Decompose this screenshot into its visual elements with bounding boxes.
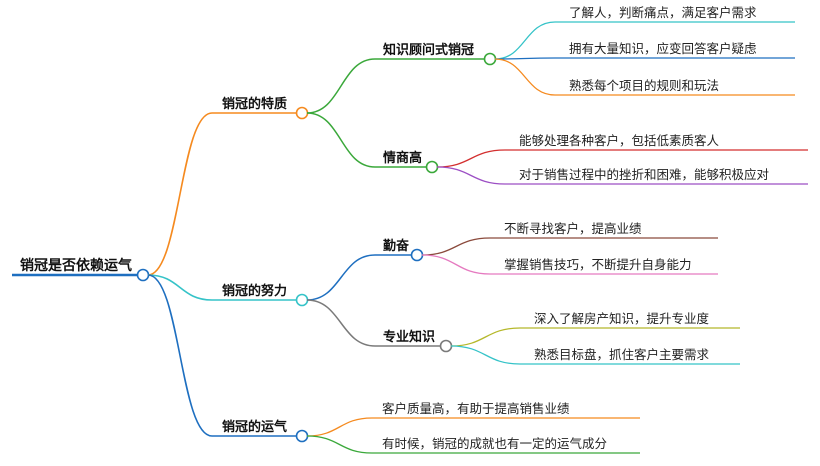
leaf-label: 对于销售过程中的挫折和困难，能够积极应对: [519, 167, 769, 182]
subtopic-node-circle[interactable]: [410, 248, 424, 262]
leaf-connector: [421, 254, 491, 275]
branch-topic-label: 销冠的努力: [222, 283, 287, 299]
leaf-connector: [436, 149, 506, 168]
leaf-connector: [306, 417, 373, 437]
leaf-label: 有时候，销冠的成就也有一定的运气成分: [382, 436, 607, 451]
subtopic-label: 专业知识: [383, 329, 435, 345]
leaf-label: 不断寻找客户，提高业绩: [504, 221, 642, 236]
subtopic-node-circle[interactable]: [425, 160, 439, 174]
branch-connector: [147, 274, 213, 437]
leaf-label: 掌握销售技巧，不断提升自身能力: [504, 257, 692, 272]
leaf-label: 能够处理各种客户，包括低素质客人: [519, 133, 720, 148]
root-node-circle[interactable]: [136, 268, 150, 282]
leaf-label: 熟悉目标盘，抓住客户主要需求: [534, 347, 710, 362]
leaf-connector: [436, 166, 506, 185]
leaf-connector: [421, 237, 491, 256]
root-topic-label: 销冠是否依赖运气: [20, 257, 132, 274]
subtopic-label: 情商高: [383, 150, 422, 166]
branch-node-circle[interactable]: [295, 429, 309, 443]
branch-topic-label: 销冠的运气: [222, 419, 287, 435]
branch-topic-label: 销冠的特质: [222, 96, 287, 112]
subtopic-connector: [306, 254, 376, 301]
branch-connector: [147, 274, 213, 301]
subtopic-label: 勤奋: [383, 238, 410, 254]
subtopic-connector: [306, 112, 376, 168]
leaf-label: 客户质量高，有助于提高销售业绩: [382, 401, 570, 416]
leaf-connector: [494, 21, 556, 60]
subtopic-node-circle[interactable]: [483, 52, 497, 66]
branch-connector: [147, 112, 213, 276]
leaf-connector: [450, 345, 521, 365]
subtopic-connector: [306, 299, 376, 347]
leaf-label: 拥有大量知识，应变回答客户疑虑: [569, 41, 757, 56]
leaf-label: 了解人，判断痛点，满足客户需求: [569, 5, 757, 20]
leaf-connector: [494, 58, 556, 96]
branch-node-circle[interactable]: [295, 106, 309, 120]
leaf-connector: [306, 435, 373, 454]
subtopic-node-circle[interactable]: [439, 339, 453, 353]
branch-node-circle[interactable]: [295, 293, 309, 307]
subtopic-label: 知识顾问式销冠: [383, 42, 474, 58]
subtopic-connector: [306, 58, 376, 114]
leaf-label: 深入了解房产知识，提升专业度: [534, 311, 710, 326]
leaf-connector: [450, 327, 521, 347]
leaf-label: 熟悉每个项目的规则和玩法: [569, 78, 719, 93]
leaf-connector: [494, 57, 556, 60]
